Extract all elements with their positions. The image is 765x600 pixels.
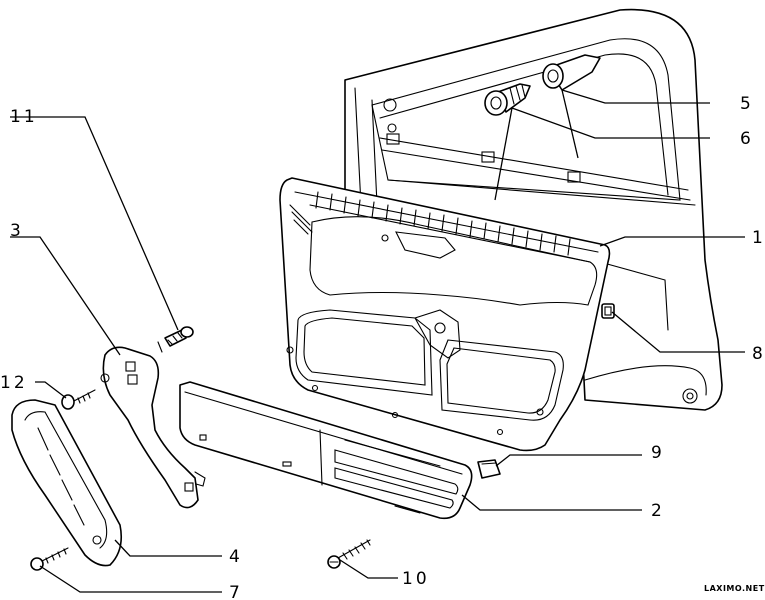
door-trim-panel	[279, 177, 611, 452]
upper-screw	[157, 326, 194, 353]
leader-7	[39, 565, 222, 593]
leader-9	[495, 454, 642, 467]
leader-3	[10, 236, 121, 356]
leader-lines	[10, 89, 745, 593]
callout-9: 9	[651, 443, 665, 463]
callout-12: 12	[0, 373, 28, 393]
door-frame	[344, 8, 723, 411]
leader-10	[339, 559, 398, 579]
callout-2: 2	[651, 501, 665, 521]
lower-trim-strip	[179, 381, 473, 520]
leader-4	[114, 539, 222, 557]
callout-10: 10	[402, 569, 430, 589]
small-screw	[61, 389, 96, 410]
callout-1: 1	[752, 228, 765, 248]
callout-11: 11	[10, 107, 38, 127]
push-clip	[484, 83, 531, 116]
callout-7: 7	[229, 583, 243, 600]
leader-6-guide	[494, 107, 513, 201]
leader-1	[599, 236, 745, 247]
square-nut	[477, 459, 501, 479]
leader-5-guide	[561, 89, 579, 159]
armrest-bracket	[100, 346, 206, 509]
callout-8: 8	[752, 344, 765, 364]
leader-2	[461, 494, 642, 511]
leader-8	[611, 311, 745, 353]
callout-4: 4	[229, 547, 243, 567]
leader-5	[561, 89, 710, 104]
bottom-screw	[30, 547, 69, 571]
retainer-plug	[542, 54, 601, 91]
leader-12	[35, 381, 67, 399]
callout-6: 6	[740, 129, 754, 149]
callout-5: 5	[740, 94, 754, 114]
pull-handle	[11, 399, 123, 567]
callout-3: 3	[10, 221, 24, 241]
door-clip	[601, 303, 615, 319]
leader-6	[511, 107, 710, 139]
watermark: LAXIMO.NET	[704, 584, 765, 593]
leader-11	[10, 116, 179, 331]
long-screw	[327, 539, 371, 569]
